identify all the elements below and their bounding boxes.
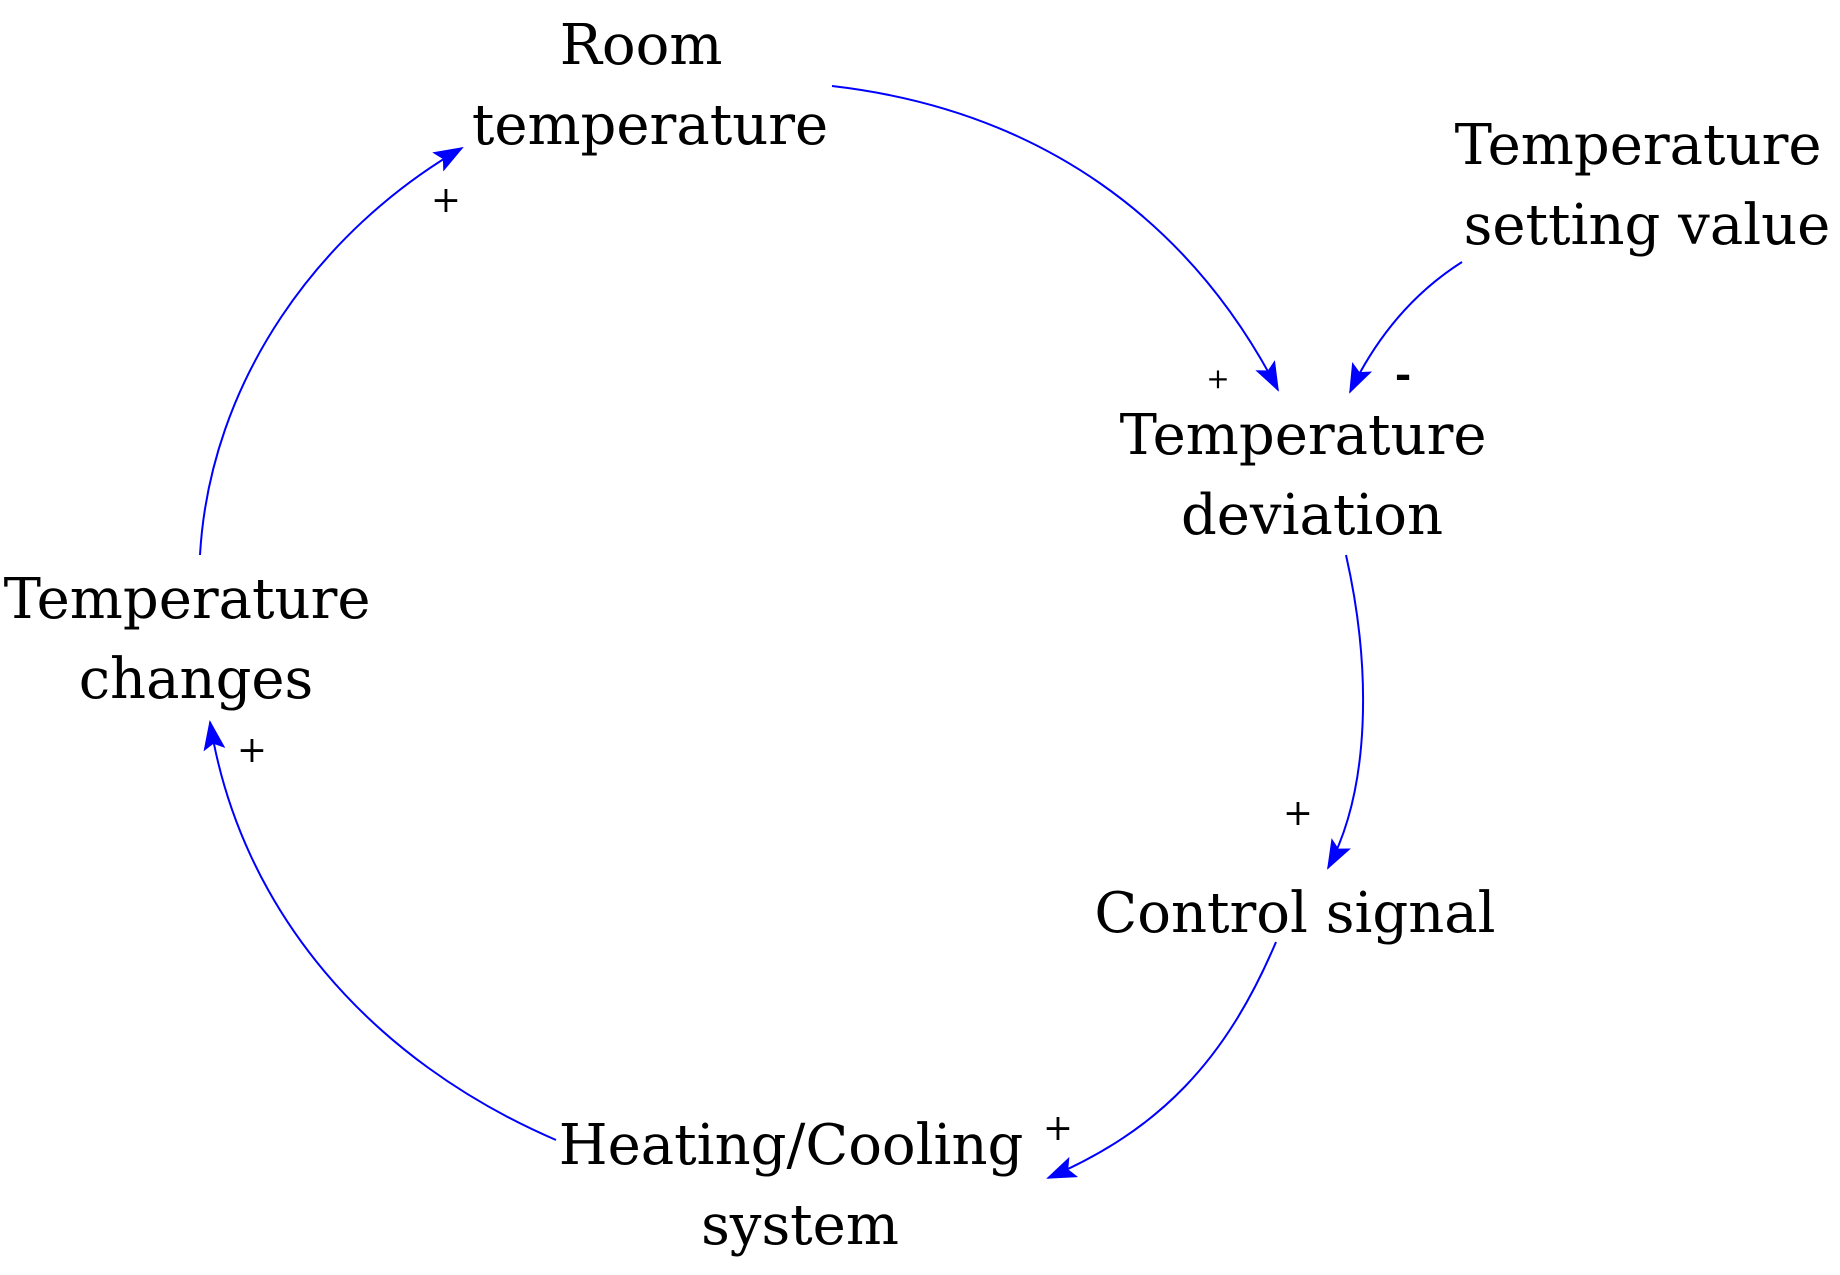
nodes-layer: Room temperature Temperature setting val… (4, 13, 1840, 1258)
node-heating-cooling-system-line-2: system (701, 1193, 899, 1258)
node-temperature-setting-value: Temperature setting value (1455, 113, 1840, 258)
node-room-temperature-line-1: Room (560, 13, 723, 78)
polarity-setting-to-deviation: - (1395, 351, 1412, 398)
link-room-temperature-to-temperature-deviation (831, 85, 1279, 392)
node-temperature-changes-line-2: changes (79, 647, 314, 712)
node-temperature-deviation-line-2: deviation (1181, 483, 1443, 548)
polarity-deviation-to-control: + (1283, 793, 1313, 834)
node-temperature-deviation-line-1: Temperature (1120, 403, 1487, 468)
node-temperature-setting-value-line-2: setting value (1464, 193, 1831, 258)
node-room-temperature: Room temperature (472, 13, 828, 158)
node-room-temperature-line-2: temperature (472, 93, 828, 158)
link-temperature-changes-to-room-temperature (199, 146, 464, 556)
polarity-heating-to-changes: + (237, 730, 267, 771)
node-heating-cooling-system: Heating/Cooling system (559, 1113, 1041, 1258)
node-heating-cooling-system-line-1: Heating/Cooling (559, 1113, 1024, 1178)
polarity-layer: + - + + + + (237, 180, 1411, 1149)
node-control-signal: Control signal (1094, 881, 1495, 946)
link-temperature-deviation-to-control-signal (1327, 554, 1365, 870)
polarity-room-to-deviation: + (1206, 362, 1229, 395)
node-temperature-setting-value-line-1: Temperature (1455, 113, 1822, 178)
link-temperature-setting-value-to-temperature-deviation (1349, 261, 1463, 394)
polarity-changes-to-room: + (431, 180, 461, 221)
polarity-control-to-heating: + (1043, 1108, 1073, 1149)
links-layer (199, 85, 1463, 1179)
node-temperature-changes: Temperature changes (4, 567, 389, 712)
link-heating-cooling-system-to-temperature-changes (203, 720, 557, 1141)
node-temperature-changes-line-1: Temperature (4, 567, 371, 632)
link-control-signal-to-heating-cooling-system (1046, 941, 1277, 1179)
node-control-signal-line-1: Control signal (1094, 881, 1495, 946)
node-temperature-deviation: Temperature deviation (1120, 403, 1505, 548)
